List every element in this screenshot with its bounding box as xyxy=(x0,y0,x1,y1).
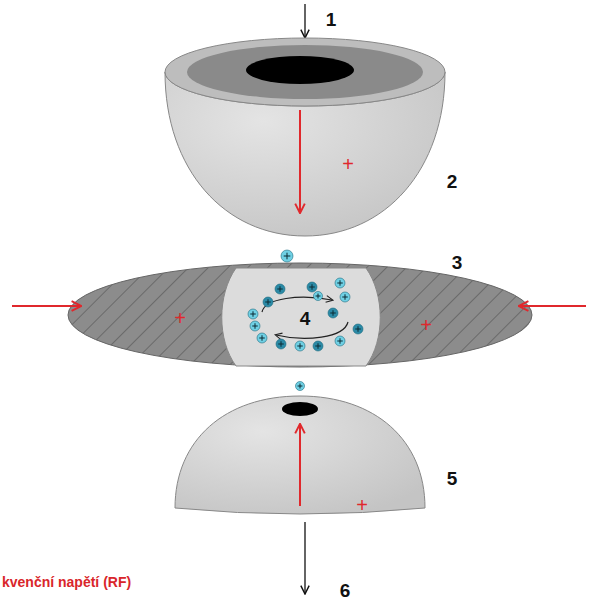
orbit-arrow xyxy=(276,322,348,338)
field-arrow xyxy=(299,110,301,212)
ion xyxy=(328,308,338,318)
ion xyxy=(248,309,258,319)
ion xyxy=(335,278,345,288)
field-arrow xyxy=(299,425,301,506)
ion xyxy=(314,292,323,301)
field-arrow xyxy=(520,305,586,307)
ion xyxy=(263,297,273,307)
callout-number: 2 xyxy=(447,172,458,191)
polarity-sign: + xyxy=(356,495,368,515)
polarity-sign: + xyxy=(342,154,354,174)
ion xyxy=(250,321,260,331)
field-arrow xyxy=(12,305,80,307)
ion xyxy=(353,324,363,334)
top-endcap-electrode xyxy=(165,38,445,236)
outlet-arrow xyxy=(304,522,305,594)
callout-number: 3 xyxy=(452,253,463,272)
polarity-sign: + xyxy=(174,308,186,328)
ion xyxy=(295,341,305,351)
ion xyxy=(340,292,350,302)
ion xyxy=(276,339,286,349)
ion xyxy=(275,284,285,294)
inlet-arrow xyxy=(304,4,305,38)
callout-number: 6 xyxy=(340,581,351,600)
ion xyxy=(257,333,267,343)
orbit-arrow xyxy=(262,297,332,312)
callout-number: 1 xyxy=(326,10,337,29)
ion xyxy=(296,382,305,391)
callout-number: 5 xyxy=(447,469,458,488)
ring-electrode xyxy=(68,263,532,367)
polarity-sign: + xyxy=(420,315,432,335)
ions xyxy=(248,250,363,391)
ion xyxy=(281,250,293,262)
ion xyxy=(313,341,323,351)
ion xyxy=(307,282,317,292)
ion xyxy=(335,336,345,346)
callout-number: 4 xyxy=(300,309,311,328)
bottom-endcap-electrode xyxy=(175,396,425,514)
voltage-note: kvenční napětí (RF) xyxy=(2,575,131,589)
